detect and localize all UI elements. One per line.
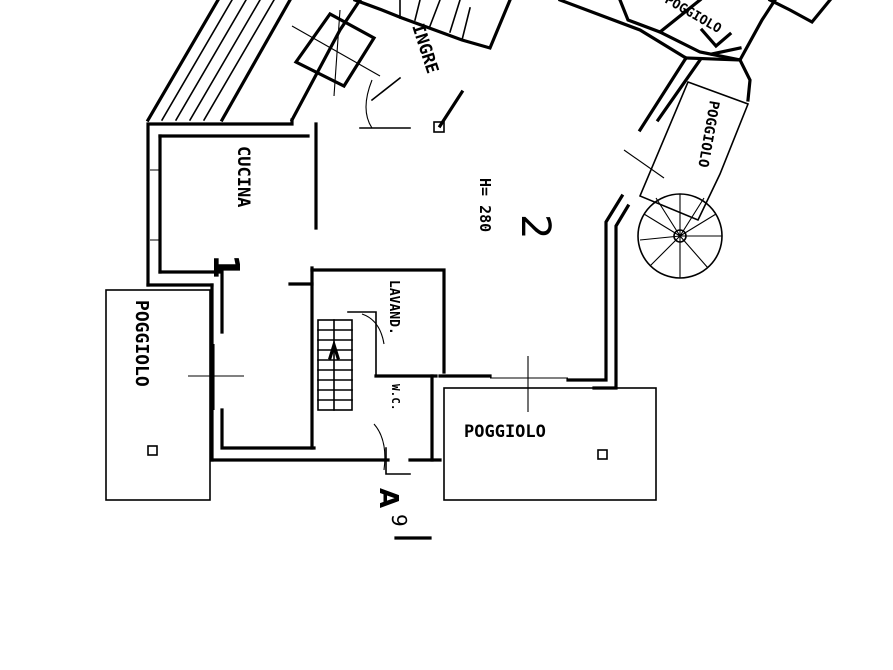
label-lavanderia: LAVAND. — [386, 280, 401, 335]
balcony-left — [105, 289, 211, 501]
label-poggiolo-right: POGGIOLO — [694, 99, 721, 168]
entry-door-swing — [359, 76, 465, 133]
balcony-bottom — [443, 387, 657, 501]
label-poggiolo-top: POGGIOLO — [662, 0, 724, 37]
door-swings — [361, 313, 411, 475]
label-cucina: CUCINA — [233, 146, 253, 207]
balcony-right — [638, 80, 750, 222]
room-number-soggiorno: 2 — [512, 214, 558, 239]
label-poggiolo-bottom: POGGIOLO — [464, 422, 546, 442]
window-marks — [150, 149, 665, 412]
exterior-stairs — [145, 0, 292, 123]
label-wc: W.C. — [389, 384, 402, 411]
entry-cabinet — [291, 9, 381, 97]
label-height: H= 280 — [476, 178, 494, 232]
main-walls — [146, 55, 703, 462]
internal-staircase — [317, 311, 377, 411]
section-marker: A 9 — [373, 488, 432, 540]
section-marker-top — [699, 27, 742, 56]
drain-left — [147, 445, 158, 456]
label-poggiolo-left: POGGIOLO — [131, 300, 152, 387]
spiral-stair — [637, 193, 723, 279]
top-rooms — [289, 0, 833, 123]
section-marker-number: 9 — [387, 514, 411, 527]
room-number-cucina: 1 — [205, 254, 246, 279]
drain-bottom — [597, 449, 608, 460]
section-marker-letter: A — [373, 488, 403, 508]
